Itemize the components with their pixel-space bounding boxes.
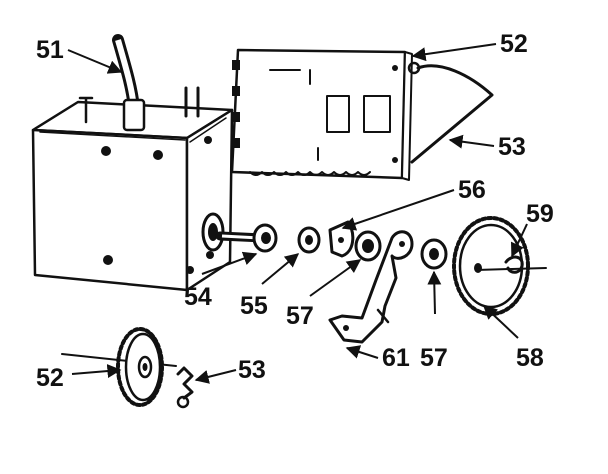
- motor-housing: [31, 86, 234, 292]
- callout-52-bottom: 52: [36, 364, 64, 392]
- spring-53-detail: [176, 366, 194, 409]
- callout-56: 56: [458, 176, 486, 204]
- gear-52-detail: [61, 327, 177, 407]
- callout-61: 61: [382, 344, 410, 372]
- callout-leaders: [67, 43, 528, 384]
- motor-shaft-54: [215, 223, 278, 253]
- callout-53-bottom: 53: [238, 356, 266, 384]
- bracket-61: [328, 230, 414, 344]
- callout-57-right: 57: [420, 344, 448, 372]
- cable-51: [112, 34, 146, 132]
- clip-59: [475, 255, 547, 274]
- washer-55: [297, 226, 321, 254]
- washer-57-right: [420, 238, 448, 270]
- callout-59: 59: [526, 200, 554, 228]
- callout-54: 54: [184, 283, 212, 311]
- callout-51: 51: [36, 36, 64, 64]
- cam-56: [328, 220, 355, 258]
- callout-58: 58: [516, 344, 544, 372]
- washer-57-left: [354, 230, 382, 262]
- wire-spring-top: [407, 61, 494, 164]
- callout-57-left: 57: [286, 302, 314, 330]
- callout-53-top: 53: [498, 133, 526, 161]
- callout-52-top: 52: [500, 30, 528, 58]
- callout-55: 55: [240, 292, 268, 320]
- gear-58: [452, 216, 530, 316]
- circuit-board: [230, 48, 413, 181]
